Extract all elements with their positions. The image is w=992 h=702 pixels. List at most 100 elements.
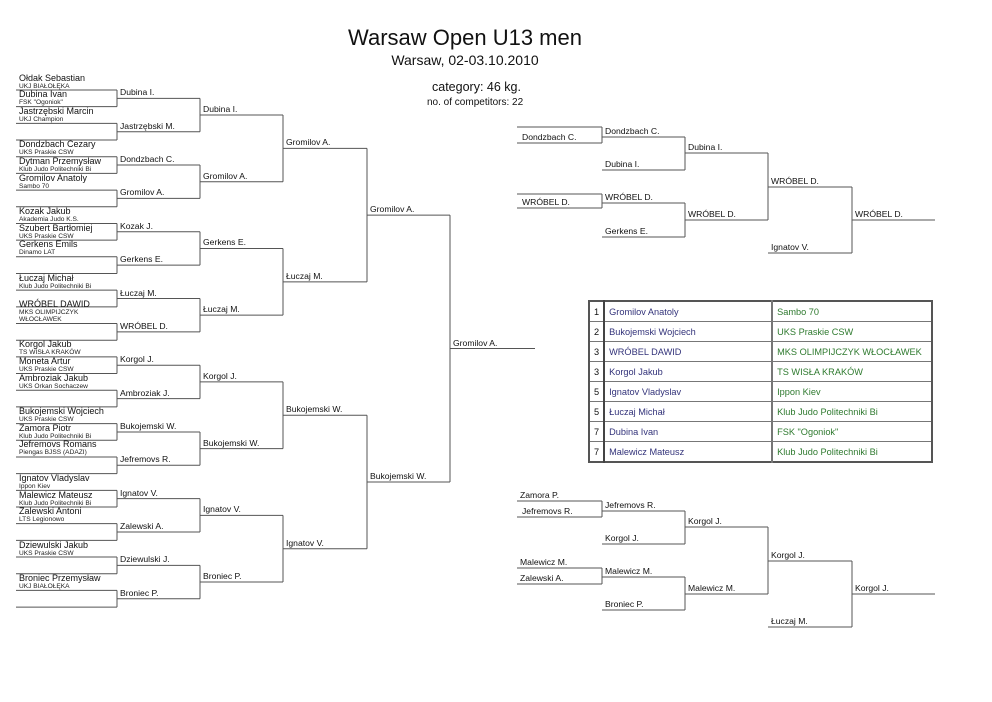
bracket-entry: Malewicz M. bbox=[605, 566, 653, 576]
competitor-club: Klub Judo Politechniki Bi bbox=[19, 282, 92, 290]
result-club: Ippon Kiev bbox=[771, 381, 933, 402]
bracket-entry: Gerkens E. bbox=[605, 226, 648, 236]
round-2-winner: Bukojemski W. bbox=[120, 420, 177, 431]
round-3-winner: Gerkens E. bbox=[203, 237, 246, 248]
competitor-club: Akademia Judo K.S. bbox=[19, 215, 79, 223]
competitor-name: Łuczaj Michał bbox=[19, 272, 74, 283]
round-4-winner: Gromilov A. bbox=[286, 137, 331, 148]
round-4-winner: Ignatov V. bbox=[286, 537, 324, 548]
competitor-name: Gromilov Anatoly bbox=[19, 172, 88, 183]
repechage-entry: Jefremovs R. bbox=[522, 506, 573, 516]
competitor-club: UKS Praskie CSW bbox=[19, 416, 74, 424]
result-club: UKS Praskie CSW bbox=[771, 321, 933, 342]
bronze-winner: Korgol J. bbox=[855, 583, 889, 593]
competitor-count: no. of competitors: 22 bbox=[427, 97, 524, 108]
round-6-winner: Gromilov A. bbox=[453, 337, 498, 348]
competitor-name: Moneta Artur bbox=[19, 356, 71, 367]
round-5-winner: Bukojemski W. bbox=[370, 470, 427, 481]
repechage-entry: Zalewski A. bbox=[520, 573, 564, 583]
bracket-entry: Dubina I. bbox=[688, 142, 723, 152]
result-name: Bukojemski Wojciech bbox=[603, 321, 774, 342]
competitor-club: UKS Orkan Sochaczew bbox=[19, 382, 88, 390]
competitor-club: Klub Judo Politechniki Bi bbox=[19, 499, 92, 507]
competitor-name: Dytman Przemysław bbox=[19, 155, 102, 166]
bracket-entry: Dubina I. bbox=[605, 159, 640, 169]
round-3-winner: Korgol J. bbox=[203, 370, 237, 381]
bracket-entry: WRÓBEL D. bbox=[688, 209, 736, 219]
competitor-name: Korgol Jakub bbox=[19, 339, 72, 350]
competitor-name: Jastrzębski Marcin bbox=[19, 105, 94, 116]
bracket-entry: WRÓBEL D. bbox=[771, 176, 819, 186]
competitor-name: Ołdak Sebastian bbox=[19, 72, 86, 83]
competitor-name: Ignatov Vladyslav bbox=[19, 472, 90, 483]
competitor-club: UKJ BIAŁOŁĘKA bbox=[19, 582, 70, 590]
repechage-entry: Dondzbach C. bbox=[522, 132, 577, 142]
result-place: 3 bbox=[588, 361, 606, 382]
competitor-name: Malewicz Mateusz bbox=[19, 489, 93, 500]
round-4-winner: Bukojemski W. bbox=[286, 404, 343, 415]
round-4-winner: Łuczaj M. bbox=[286, 270, 323, 281]
competitor-club: Klub Judo Politechniki Bi bbox=[19, 165, 92, 173]
round-5-winner: Gromilov A. bbox=[370, 204, 415, 215]
round-2-winner: Ignatov V. bbox=[120, 487, 158, 498]
round-3-winner: Ignatov V. bbox=[203, 504, 241, 515]
weight-category: category: 46 kg. bbox=[432, 80, 521, 94]
competitor-club: UKJ BIAŁOŁĘKA bbox=[19, 82, 70, 90]
bracket-entry: Broniec P. bbox=[605, 599, 644, 609]
round-2-winner: Łuczaj M. bbox=[120, 287, 157, 298]
bracket-entry: Ignatov V. bbox=[771, 242, 809, 252]
result-name: Łuczaj Michał bbox=[603, 401, 774, 422]
round-2-winner: Broniec P. bbox=[120, 587, 159, 598]
page-title: Warsaw Open U13 men bbox=[348, 25, 582, 50]
result-place: 3 bbox=[588, 341, 606, 362]
bronze-winner: WRÓBEL D. bbox=[855, 209, 903, 219]
competitor-name: Gerkens Emils bbox=[19, 239, 78, 250]
competitor-name: Zalewski Antoni bbox=[19, 506, 82, 517]
result-name: Gromilov Anatoly bbox=[603, 300, 774, 322]
bracket-entry: Malewicz M. bbox=[688, 583, 736, 593]
competitor-name: Dubina Ivan bbox=[19, 89, 68, 100]
competitor-name: Szubert Bartłomiej bbox=[19, 222, 93, 233]
round-2-winner: Dubina I. bbox=[120, 87, 155, 98]
result-club: MKS OLIMPIJCZYK WŁOCŁAWEK bbox=[771, 341, 933, 362]
result-club: Sambo 70 bbox=[771, 300, 933, 322]
repechage-entry: WRÓBEL D. bbox=[522, 197, 570, 207]
bracket-entry: Łuczaj M. bbox=[771, 616, 808, 626]
competitor-club: Piengas BJSS (ADAZI) bbox=[19, 449, 87, 457]
competitor-name: Zamora Piotr bbox=[19, 422, 72, 433]
result-club: TS WISŁA KRAKÓW bbox=[771, 361, 933, 382]
competitor-name: Broniec Przemysław bbox=[19, 572, 101, 583]
result-place: 5 bbox=[588, 401, 606, 422]
result-place: 1 bbox=[588, 300, 606, 322]
result-place: 5 bbox=[588, 381, 606, 402]
round-2-winner: Korgol J. bbox=[120, 354, 154, 365]
competitor-club: FSK "Ogoniok" bbox=[19, 99, 63, 107]
round-3-winner: Broniec P. bbox=[203, 571, 242, 582]
bracket-entry: Korgol J. bbox=[771, 550, 805, 560]
round-2-winner: Gerkens E. bbox=[120, 254, 163, 265]
round-2-winner: Ambroziak J. bbox=[120, 387, 170, 398]
competitor-name: WRÓBEL DAWID bbox=[19, 299, 90, 310]
